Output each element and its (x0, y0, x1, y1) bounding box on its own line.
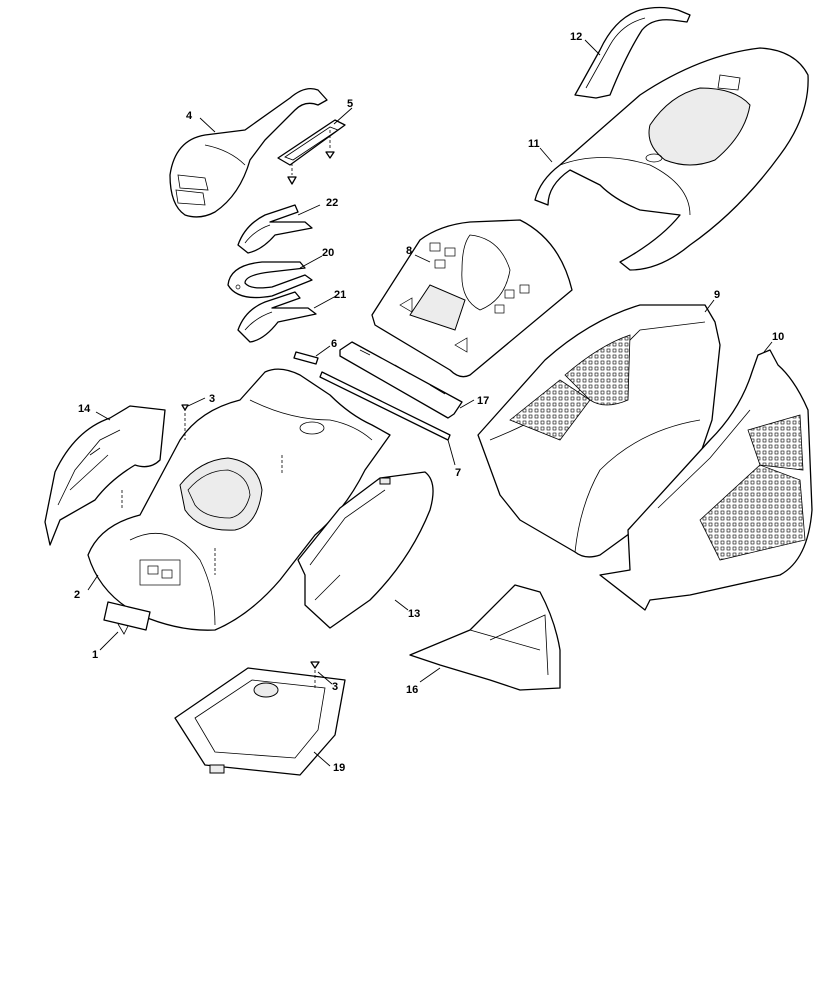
callout-19: 19 (333, 762, 345, 774)
callout-12: 12 (570, 31, 582, 43)
callout-5: 5 (347, 98, 353, 110)
callout-10: 10 (772, 331, 784, 343)
part-11-hood (534, 47, 809, 271)
callout-1: 1 (92, 649, 98, 661)
part-16-chute (409, 584, 561, 691)
callout-13: 13 (408, 608, 420, 620)
part-10-rear-shell (599, 349, 813, 611)
callout-3-lower: 3 (332, 681, 338, 693)
part-13-side-cover (297, 471, 434, 629)
part-9-grass-box (477, 304, 721, 558)
part-17-roller (339, 341, 463, 419)
leader-lines (87, 39, 773, 767)
callout-17: 17 (477, 395, 489, 407)
callout-11: 11 (528, 138, 540, 150)
screws (121, 404, 320, 690)
part-19-tray (174, 667, 346, 776)
part-1-cap (103, 601, 151, 635)
part-5-plate (277, 119, 346, 185)
callout-labels: 1 2 3 3 4 5 6 7 8 9 10 11 12 13 14 16 17… (74, 31, 784, 774)
callout-20: 20 (322, 247, 334, 259)
callout-2: 2 (74, 589, 80, 601)
callout-4: 4 (186, 110, 193, 122)
callout-22: 22 (326, 197, 338, 209)
part-14-side-trim (44, 405, 166, 546)
part-20-shim (227, 261, 313, 299)
part-22-bracket (237, 204, 313, 254)
callout-21: 21 (334, 289, 346, 301)
part-6-pin (293, 351, 319, 365)
callout-16: 16 (406, 684, 418, 696)
callout-14: 14 (78, 403, 91, 415)
part-4-handle-cover (169, 87, 328, 218)
callout-3-upper: 3 (209, 393, 215, 405)
part-12-handle (574, 6, 691, 99)
callout-9: 9 (714, 289, 720, 301)
part-8-panel (371, 219, 573, 378)
callout-6: 6 (331, 338, 337, 350)
part-2-deck (87, 368, 391, 631)
callout-7: 7 (455, 467, 461, 479)
part-21-bracket (237, 291, 317, 343)
callout-8: 8 (406, 245, 412, 257)
